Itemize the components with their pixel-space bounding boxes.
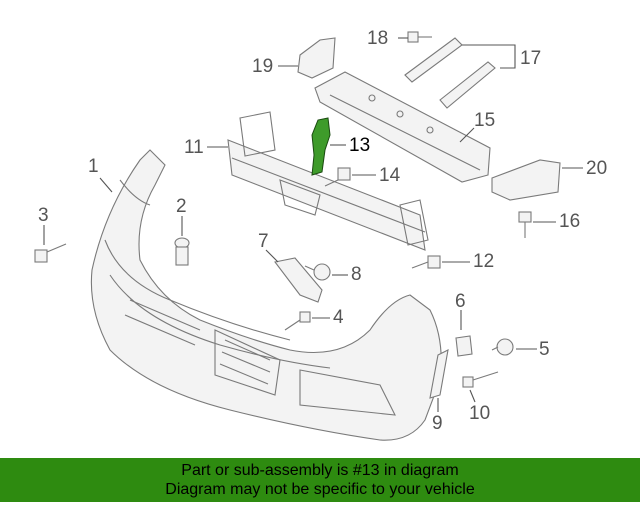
banner-line-2: Diagram may not be specific to your vehi… <box>165 481 475 498</box>
clip-2 <box>174 237 190 266</box>
callout-8: 8 <box>351 264 362 285</box>
clip-8 <box>304 263 331 281</box>
parts-diagram: 1 2 3 4 5 6 7 8 9 10 11 12 13 14 15 16 1… <box>34 28 608 441</box>
callout-19: 19 <box>252 56 274 77</box>
upper-tie-bar <box>314 71 491 183</box>
leader-lines <box>43 37 583 412</box>
bolt-10 <box>462 371 499 388</box>
bracket-17b <box>439 61 496 109</box>
callout-6: 6 <box>455 291 466 312</box>
bracket-20 <box>491 159 561 201</box>
bolt-4 <box>284 311 311 331</box>
part-13-highlighted <box>311 117 331 176</box>
banner-line-1: Part or sub-assembly is #13 in diagram <box>181 462 459 479</box>
callout-17: 17 <box>520 48 542 69</box>
callout-20: 20 <box>586 158 608 179</box>
info-banner: Part or sub-assembly is #13 in diagram D… <box>0 458 640 502</box>
callout-3: 3 <box>38 205 49 226</box>
callout-9: 9 <box>432 413 443 434</box>
bumper-cover <box>90 149 442 441</box>
impact-bar <box>227 111 429 251</box>
bolt-14 <box>324 167 351 187</box>
callout-5: 5 <box>539 339 550 360</box>
callout-2: 2 <box>176 196 187 217</box>
bracket-19 <box>297 37 336 79</box>
bolt-16 <box>518 211 532 238</box>
part-6 <box>455 335 473 357</box>
callout-10: 10 <box>469 403 491 424</box>
parts-diagram-drawing <box>34 31 583 441</box>
bracket-17a <box>404 37 463 83</box>
callout-4: 4 <box>333 307 344 328</box>
callout-16: 16 <box>559 211 581 232</box>
callout-13: 13 <box>349 135 371 156</box>
callout-15: 15 <box>474 110 496 131</box>
bolt-18 <box>407 31 432 43</box>
bolt-12 <box>411 255 441 269</box>
bolt-3 <box>34 243 67 263</box>
callout-1: 1 <box>88 156 99 177</box>
part-9 <box>429 349 449 399</box>
callout-7: 7 <box>258 231 269 252</box>
callout-11: 11 <box>184 137 204 158</box>
callout-18: 18 <box>367 28 389 49</box>
callout-12: 12 <box>473 251 495 272</box>
part-5 <box>491 338 514 356</box>
bracket-7 <box>274 257 323 303</box>
callout-14: 14 <box>379 165 401 186</box>
